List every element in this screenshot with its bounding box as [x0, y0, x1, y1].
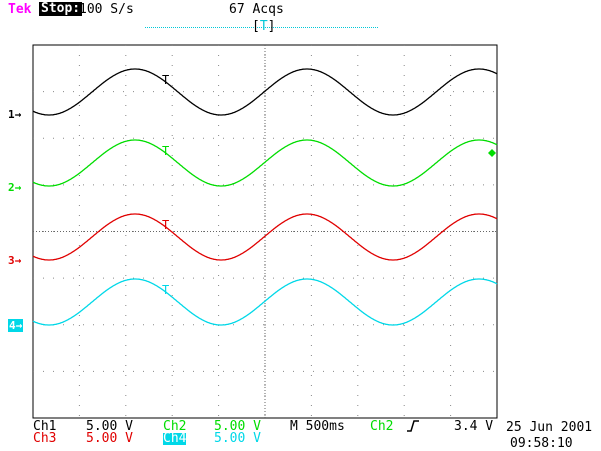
trigger-point-marker: T — [162, 73, 169, 87]
acquisition-count: 67 Acqs — [229, 2, 284, 17]
trigger-level-marker — [488, 149, 496, 157]
graticule — [32, 44, 498, 419]
trigger-level: 3.4 V — [454, 419, 494, 434]
ch3-scale: 5.00 V — [86, 431, 133, 446]
ch1-label: Ch1 — [33, 419, 57, 434]
channel-4-marker[interactable]: 4→ — [8, 319, 24, 332]
channel-2-waveform — [32, 139, 498, 187]
date-readout: 25 Jun 2001 — [506, 420, 593, 435]
record-view-bar — [145, 27, 378, 28]
channel-2-marker[interactable]: 2→ — [8, 181, 22, 194]
trigger-point-marker: T — [162, 283, 169, 297]
channel-4-waveform — [32, 278, 498, 326]
trigger-point-marker: T — [162, 218, 169, 232]
brand-label: Tek — [8, 2, 32, 17]
channel-3-marker[interactable]: 3→ — [8, 254, 22, 267]
trigger-position-indicator: [T] — [252, 20, 275, 34]
rising-edge-icon — [407, 420, 419, 432]
channel-1-waveform — [32, 68, 498, 116]
channel-1-marker[interactable]: 1→ — [8, 108, 22, 121]
ch4-label: Ch4 — [163, 431, 187, 446]
bracket-close: ] — [267, 19, 276, 34]
ch3-label: Ch3 — [33, 431, 57, 446]
sample-rate: 100 S/s — [79, 2, 134, 17]
ch2-label: Ch2 — [163, 419, 187, 434]
acquisition-state: Stop: — [39, 1, 83, 16]
bracket-open: [ — [252, 19, 260, 34]
trigger-source: Ch2 — [370, 419, 394, 434]
ch4-scale: 5.00 V — [214, 431, 261, 446]
timebase: M 500ms — [290, 419, 345, 434]
channel-3-waveform — [32, 213, 498, 261]
ch1-scale: 5.00 V — [86, 419, 133, 434]
time-readout: 09:58:10 — [510, 436, 573, 451]
trigger-position-mark: T — [259, 19, 268, 34]
trigger-point-marker: T — [162, 144, 169, 158]
ch2-scale: 5.00 V — [214, 419, 261, 434]
waveforms: T T T T — [32, 68, 498, 326]
